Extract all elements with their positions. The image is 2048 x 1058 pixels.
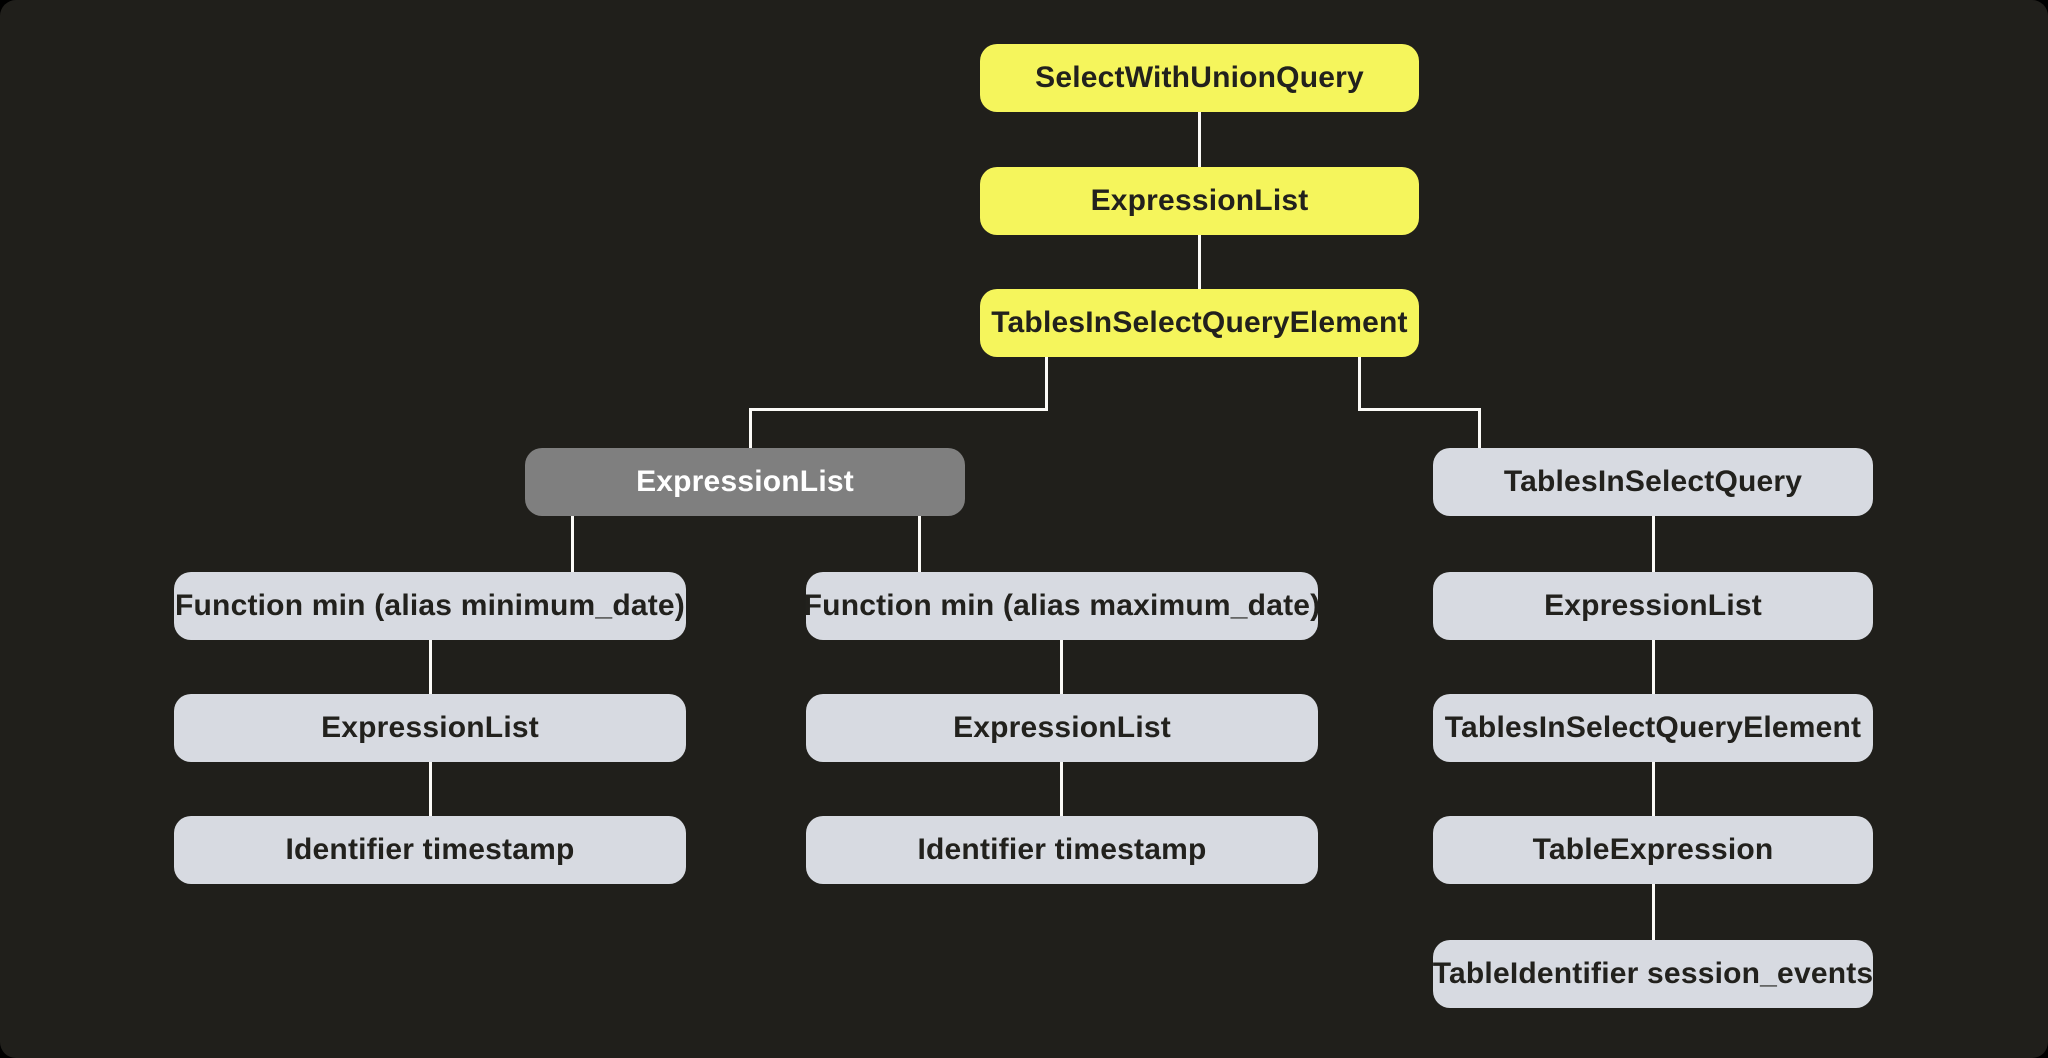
node-label: Function min (alias minimum_date) — [175, 589, 685, 622]
node-label: ExpressionList — [321, 711, 539, 744]
connector-line — [1652, 516, 1655, 572]
node-label: TablesInSelectQueryElement — [991, 306, 1408, 339]
node-label: ExpressionList — [953, 711, 1171, 744]
connector-line — [1198, 235, 1201, 290]
connector-line — [1478, 408, 1481, 448]
connector-line — [1652, 640, 1655, 694]
node-identifier-timestamp-left[interactable]: Identifier timestamp — [174, 816, 686, 884]
connector-line — [749, 408, 1048, 411]
connector-line — [429, 762, 432, 816]
connector-line — [429, 640, 432, 694]
connector-line — [1060, 640, 1063, 694]
node-table-expression[interactable]: TableExpression — [1433, 816, 1873, 884]
node-tables-in-select-query-element-right[interactable]: TablesInSelectQueryElement — [1433, 694, 1873, 762]
node-label: Identifier timestamp — [285, 833, 575, 866]
connector-line — [1358, 357, 1361, 411]
connector-line — [1045, 357, 1048, 411]
node-label: Identifier timestamp — [917, 833, 1207, 866]
node-expression-list-right[interactable]: ExpressionList — [1433, 572, 1873, 640]
node-identifier-timestamp-middle[interactable]: Identifier timestamp — [806, 816, 1318, 884]
node-label: TablesInSelectQuery — [1503, 465, 1803, 498]
connector-line — [1198, 112, 1201, 168]
node-function-min-minimum-date[interactable]: Function min (alias minimum_date) — [174, 572, 686, 640]
node-label: TableIdentifier session_events — [1432, 957, 1874, 990]
node-label: TablesInSelectQueryElement — [1444, 711, 1862, 744]
node-expression-list-left[interactable]: ExpressionList — [174, 694, 686, 762]
node-function-min-maximum-date[interactable]: Function min (alias maximum_date) — [803, 572, 1321, 640]
node-label: ExpressionList — [636, 465, 854, 498]
connector-line — [1652, 884, 1655, 940]
connector-line — [1060, 762, 1063, 816]
connector-line — [571, 516, 574, 572]
connector-line — [1652, 762, 1655, 816]
connector-line — [1358, 408, 1481, 411]
node-label: Function min (alias maximum_date) — [803, 589, 1321, 622]
node-tables-in-select-query-element[interactable]: TablesInSelectQueryElement — [980, 289, 1419, 357]
node-label: TableExpression — [1532, 833, 1774, 866]
connector-line — [918, 516, 921, 572]
node-table-identifier-session-events[interactable]: TableIdentifier session_events — [1433, 940, 1873, 1008]
node-label: SelectWithUnionQuery — [1035, 61, 1364, 94]
node-label: ExpressionList — [1090, 184, 1309, 217]
connector-line — [749, 408, 752, 448]
node-tables-in-select-query[interactable]: TablesInSelectQuery — [1433, 448, 1873, 516]
node-expression-list-root[interactable]: ExpressionList — [980, 167, 1419, 235]
node-expression-list-selected[interactable]: ExpressionList — [525, 448, 965, 516]
node-label: ExpressionList — [1544, 589, 1762, 622]
node-select-with-union-query[interactable]: SelectWithUnionQuery — [980, 44, 1419, 112]
node-expression-list-middle[interactable]: ExpressionList — [806, 694, 1318, 762]
